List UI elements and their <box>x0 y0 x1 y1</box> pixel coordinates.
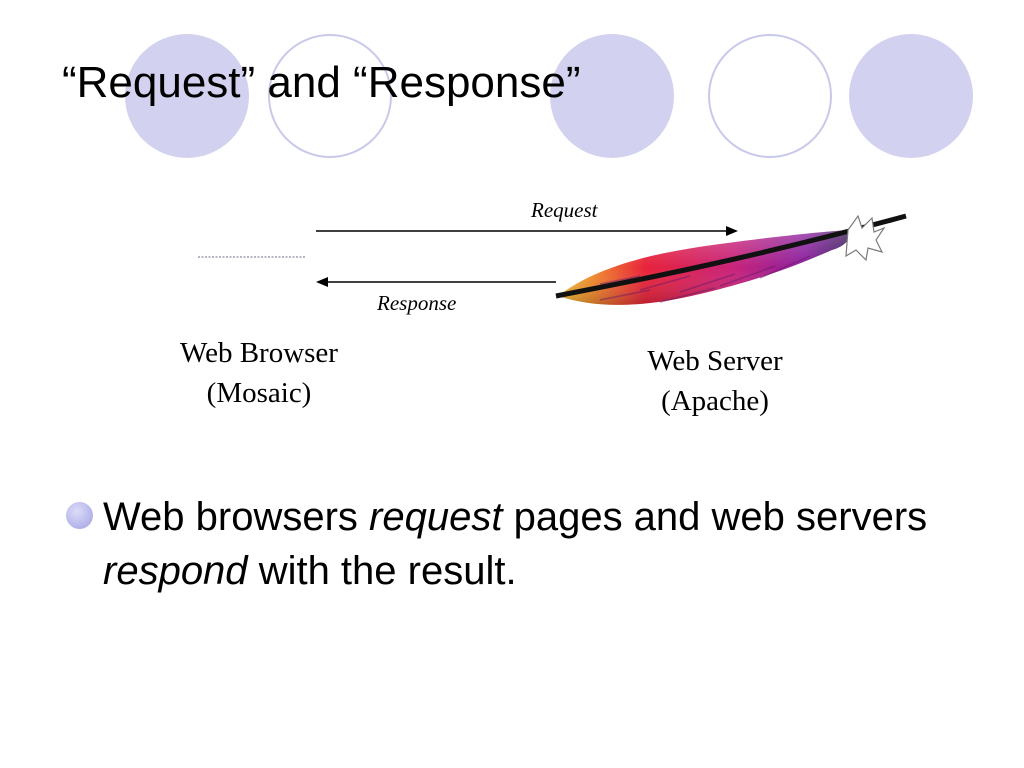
mosaic-browser-image <box>196 253 308 261</box>
server-label-line2: (Apache) <box>661 385 769 417</box>
response-arrowhead <box>316 277 328 287</box>
server-label-line1: Web Server <box>647 345 783 377</box>
bullet-text: Web browsers request pages and web serve… <box>103 490 946 598</box>
bullet-text-respond: respond <box>103 549 248 593</box>
decor-circle-4 <box>708 34 832 158</box>
decor-circle-5 <box>849 34 973 158</box>
request-label: Request <box>530 198 599 222</box>
request-response-diagram: Request Response Web Browser (Mosaic) We… <box>180 198 907 417</box>
bullet-point: Web browsers request pages and web serve… <box>66 490 946 598</box>
request-arrowhead <box>726 226 738 236</box>
feather-tail-tuft <box>845 214 886 262</box>
response-label: Response <box>376 291 456 315</box>
slide-title: “Request” and “Response” <box>62 58 581 107</box>
bullet-text-request: request <box>369 495 503 539</box>
bullet-text-part5: with the result. <box>258 549 517 593</box>
decor-circle-3 <box>550 34 674 158</box>
bullet-marker <box>66 502 93 529</box>
decor-circle-2 <box>268 34 392 158</box>
decor-circle-1 <box>125 34 249 158</box>
apache-feather-logo <box>555 213 907 305</box>
feather-barb-lines <box>599 255 811 303</box>
browser-label-line2: (Mosaic) <box>207 377 312 409</box>
decorative-circles <box>125 34 973 158</box>
bullet-text-part1: Web browsers <box>103 495 358 539</box>
browser-label-line1: Web Browser <box>180 337 338 369</box>
bullet-text-part3: pages and web servers <box>513 495 928 539</box>
